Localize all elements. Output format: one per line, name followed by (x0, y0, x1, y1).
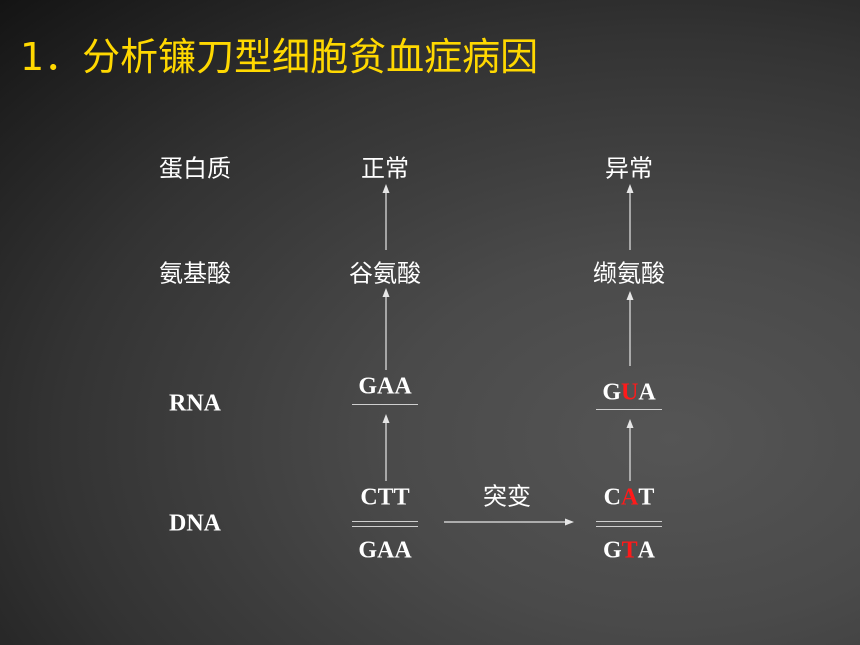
normal-rna-codon: GAA (358, 373, 412, 400)
arrow-abnormal-dna-to-rna (626, 419, 634, 481)
row-label-dna: DNA (169, 510, 221, 537)
abnormal-dna-bottom-base-1: G (602, 537, 622, 564)
abnormal-rna-base-1: G (602, 379, 621, 406)
abnormal-rna-base-3: A (638, 379, 656, 406)
abnormal-dna-bottom-codon: GTA (603, 538, 655, 565)
row-label-protein: 蛋白质 (159, 154, 231, 183)
abnormal-dna-top-codon: CAT (604, 485, 655, 512)
abnormal-dna-top-base-2-mutated: A (620, 484, 639, 511)
abnormal-dna-bottom-base-3: A (637, 537, 656, 564)
row-label-rna: RNA (169, 390, 221, 417)
abnormal-dna-top-base-3: T (638, 484, 655, 511)
arrow-normal-dna-to-rna (382, 414, 390, 481)
abnormal-rna-base-2-mutated: U (620, 379, 639, 406)
slide-title: 1．分析镰刀型细胞贫血症病因 (20, 35, 539, 79)
arrow-abnormal-rna-to-amino-acid (626, 291, 634, 366)
normal-protein: 正常 (361, 154, 409, 183)
abnormal-dna-top-base-1: C (603, 484, 621, 511)
arrow-mutation (444, 518, 574, 526)
abnormal-dna-bottom-base-2-mutated: T (621, 537, 638, 564)
normal-amino-acid: 谷氨酸 (349, 259, 421, 288)
arrow-normal-rna-to-amino-acid (382, 288, 390, 370)
arrow-abnormal-amino-acid-to-protein (626, 184, 634, 250)
mutation-label: 突变 (483, 482, 531, 511)
abnormal-rna-codon: GUA (602, 380, 655, 407)
normal-dna-bottom-codon: GAA (358, 537, 412, 564)
arrow-normal-amino-acid-to-protein (382, 184, 390, 250)
abnormal-protein: 异常 (605, 154, 653, 183)
abnormal-amino-acid: 缬氨酸 (593, 259, 665, 288)
row-label-amino-acid: 氨基酸 (159, 259, 231, 288)
normal-dna-top-codon: CTT (360, 484, 410, 511)
